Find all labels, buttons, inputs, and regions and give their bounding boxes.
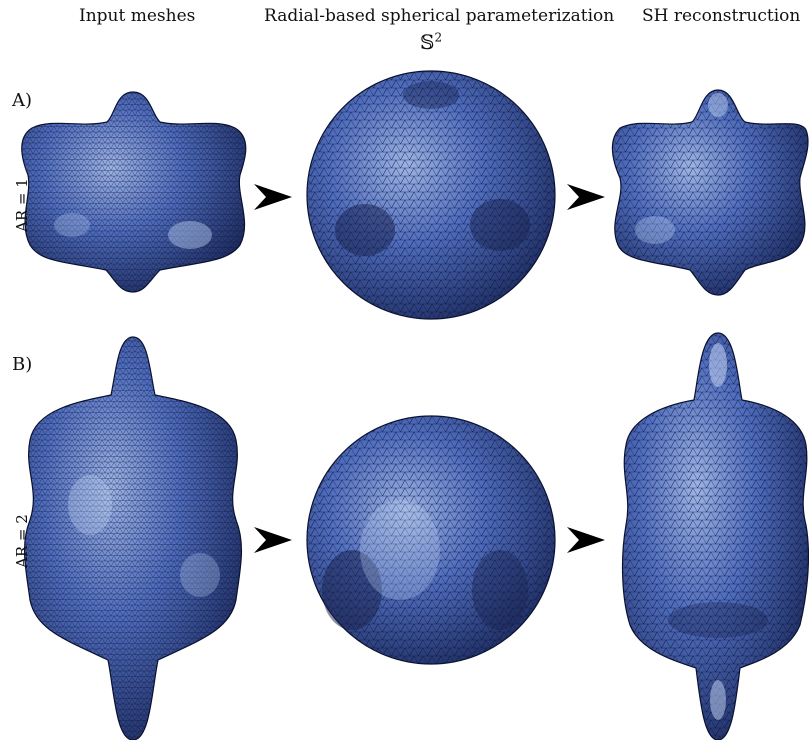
arrowhead-icon bbox=[254, 527, 292, 553]
arrowhead-icon bbox=[254, 184, 292, 210]
sphere-symbol: 𝕊 bbox=[420, 30, 435, 54]
arrowhead-icon bbox=[567, 184, 605, 210]
row-a-input-mesh bbox=[21, 91, 247, 293]
header-parameterization: Radial-based spherical parameterization bbox=[264, 6, 615, 26]
row-a-aspect-ratio: AR = 1 bbox=[13, 178, 31, 232]
header-sh-reconstruction: SH reconstruction bbox=[642, 6, 801, 26]
row-a-letter: A) bbox=[12, 90, 33, 111]
row-b-letter: B) bbox=[12, 354, 33, 375]
sphere-exponent: 2 bbox=[434, 30, 443, 45]
row-a-sh-reconstruction bbox=[611, 89, 809, 296]
header-input-meshes: Input meshes bbox=[79, 6, 196, 26]
sphere-symbol-label: 𝕊2 bbox=[420, 30, 442, 54]
row-a-sphere bbox=[306, 70, 556, 320]
row-b-input-mesh bbox=[23, 336, 243, 740]
row-b-sphere bbox=[306, 415, 556, 665]
row-b-sh-reconstruction bbox=[621, 332, 809, 740]
arrowhead-icon bbox=[567, 527, 605, 553]
row-b-aspect-ratio: AR = 2 bbox=[13, 514, 31, 568]
